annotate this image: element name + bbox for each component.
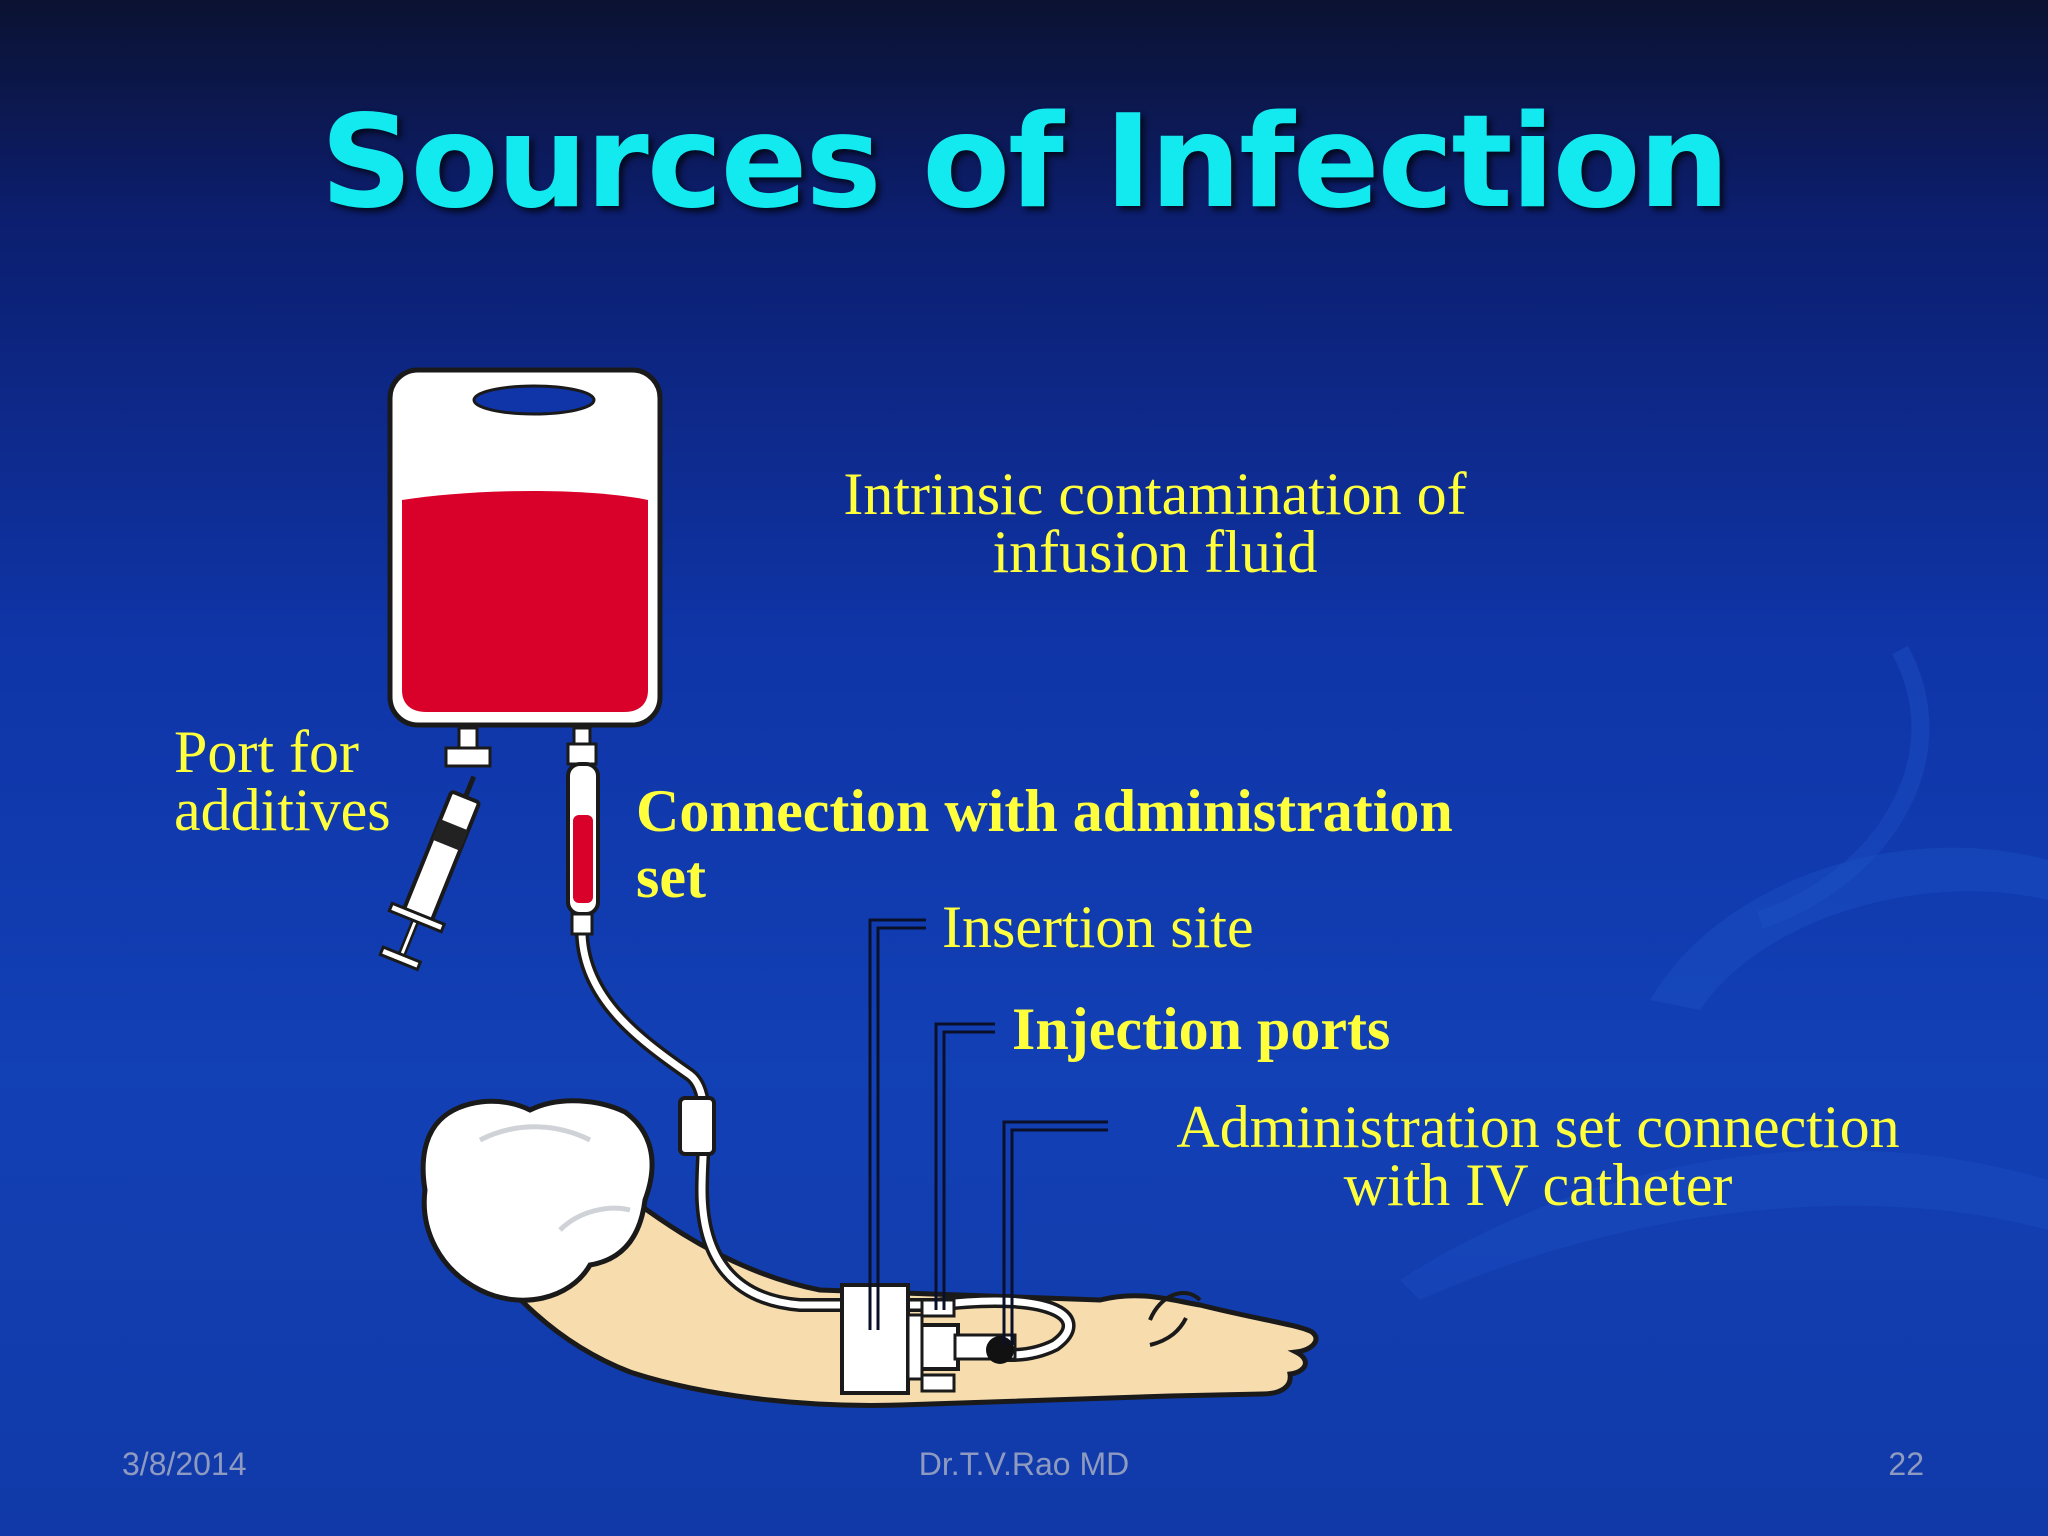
iv-bag	[387, 367, 663, 728]
syringe	[378, 775, 481, 972]
label-line: infusion fluid	[992, 519, 1318, 585]
tape-band	[840, 1283, 910, 1395]
leader-catheter-connection	[1002, 1120, 1108, 1345]
label-connection-administration-set: Connection with administration set	[636, 778, 1453, 910]
drip-chamber	[566, 726, 600, 936]
catheter-connection	[986, 1336, 1014, 1364]
arm-illustration	[466, 1136, 1319, 1408]
roller-clamp	[678, 1096, 716, 1156]
slide-title: Sources of Infection	[320, 88, 1729, 237]
label-intrinsic-contamination: Intrinsic contamination of infusion flui…	[790, 461, 1520, 585]
label-line: Intrinsic contamination of	[843, 461, 1467, 527]
label-line: additives	[174, 777, 391, 843]
injection-port	[906, 1298, 1017, 1393]
label-catheter-connection: Administration set connection with IV ca…	[1128, 1094, 1948, 1218]
leader-insertion-site	[868, 918, 926, 1330]
label-line: Connection with administration	[636, 778, 1453, 844]
infusion-fluid	[402, 491, 648, 712]
label-insertion-site: Insertion site	[942, 894, 1254, 960]
label-line: Administration set connection	[1176, 1094, 1900, 1160]
footer-date: 3/8/2014	[122, 1446, 247, 1482]
leader-injection-ports	[934, 1022, 995, 1310]
label-line: Port for	[174, 719, 359, 785]
additive-port	[444, 726, 492, 768]
footer-page-number: 22	[1888, 1446, 1924, 1482]
label-port-for-additives: Port for additives	[174, 719, 391, 843]
footer-author: Dr.T.V.Rao MD	[918, 1446, 1130, 1482]
label-line: set	[636, 844, 706, 910]
label-line: with IV catheter	[1343, 1152, 1733, 1218]
sleeve	[420, 1098, 655, 1303]
label-injection-ports: Injection ports	[1012, 996, 1391, 1062]
